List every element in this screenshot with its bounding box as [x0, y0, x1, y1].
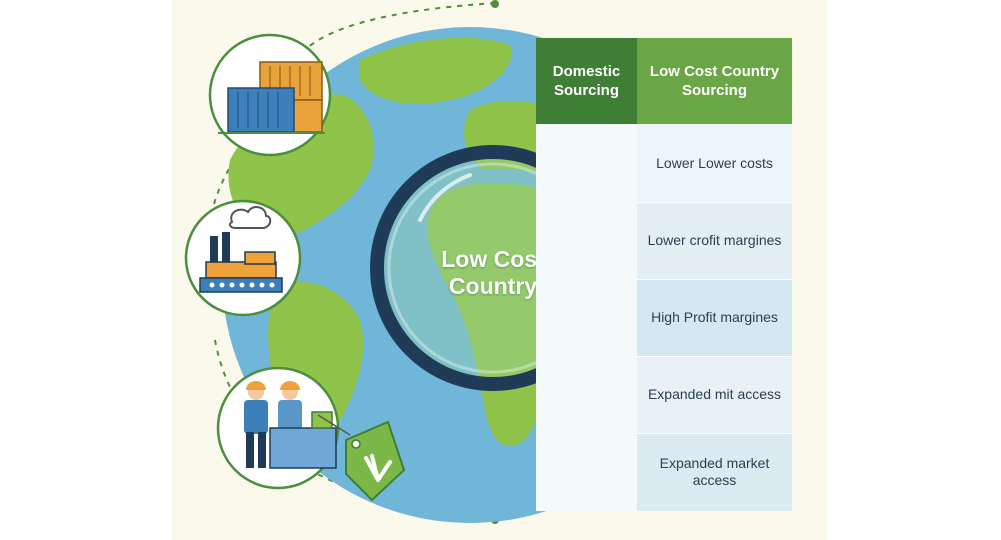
shipping-containers-icon — [208, 33, 332, 157]
workers-icon — [216, 366, 340, 490]
domestic-column — [536, 124, 637, 511]
row-divider — [637, 202, 792, 203]
header-domestic-sourcing: Domestic Sourcing — [536, 38, 637, 124]
row-divider — [637, 279, 792, 280]
table-row: Expanded market access — [637, 433, 792, 511]
factory-icon — [184, 199, 302, 317]
row-divider — [637, 356, 792, 357]
lens-label: Low Cost Country — [441, 246, 545, 299]
table-row: Expanded mit access — [637, 356, 792, 433]
connector-dot-top — [491, 0, 499, 8]
table-row: Lower crofit margines — [637, 202, 792, 279]
table-row: Lower Lower costs — [637, 124, 792, 202]
price-tag-icon — [317, 414, 406, 502]
row-divider — [637, 433, 792, 434]
table-row: High Profit margines — [637, 279, 792, 356]
comparison-table: Domestic Sourcing Low Cost Country Sourc… — [536, 38, 792, 511]
header-lcc-sourcing: Low Cost Country Sourcing — [637, 38, 792, 124]
